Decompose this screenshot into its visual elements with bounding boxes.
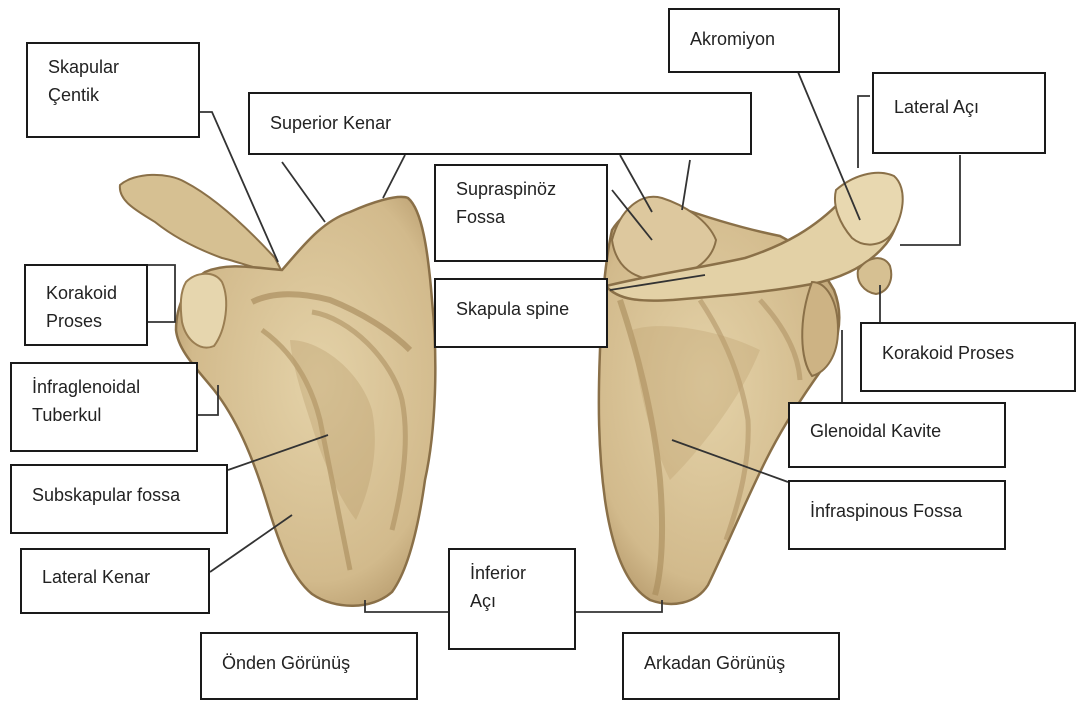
label-inferior-aci: İnferior Açı (448, 548, 576, 650)
leader-superior-kenar-left-b (383, 155, 405, 198)
label-korakoid-proses-right: Korakoid Proses (860, 322, 1076, 392)
anterior-coracoid-process (120, 175, 282, 272)
label-glenoidal-kavite: Glenoidal Kavite (788, 402, 1006, 468)
posterior-coracoid-tip (858, 258, 892, 294)
leader-akromiyon (798, 72, 860, 220)
leader-superior-kenar-right-b (682, 160, 690, 210)
leader-inferior-right (576, 600, 662, 612)
label-arkadan-gorunus: Arkadan Görünüş (622, 632, 840, 700)
label-infraspinous-fossa: İnfraspinous Fossa (788, 480, 1006, 550)
label-skapular-centik: Skapular Çentik (26, 42, 200, 138)
label-skapula-spine: Skapula spine (434, 278, 608, 348)
leader-superior-kenar-left-a (282, 162, 325, 222)
leader-korakoid-left (148, 265, 175, 322)
leader-lateral-aci (900, 155, 960, 245)
label-onden-gorunus: Önden Görünüş (200, 632, 418, 700)
leader-lateral-aci-tick (858, 96, 870, 168)
label-korakoid-proses-left: Korakoid Proses (24, 264, 148, 346)
label-superior-kenar: Superior Kenar (248, 92, 752, 155)
label-supraspinoz-fossa: Supraspinöz Fossa (434, 164, 608, 262)
label-lateral-aci: Lateral Açı (872, 72, 1046, 154)
label-akromiyon: Akromiyon (668, 8, 840, 73)
label-lateral-kenar: Lateral Kenar (20, 548, 210, 614)
label-infraglenoidal-tuberkul: İnfraglenoidal Tuberkul (10, 362, 198, 452)
anterior-glenoid-rim (181, 274, 226, 348)
label-subskapular-fossa: Subskapular fossa (10, 464, 228, 534)
